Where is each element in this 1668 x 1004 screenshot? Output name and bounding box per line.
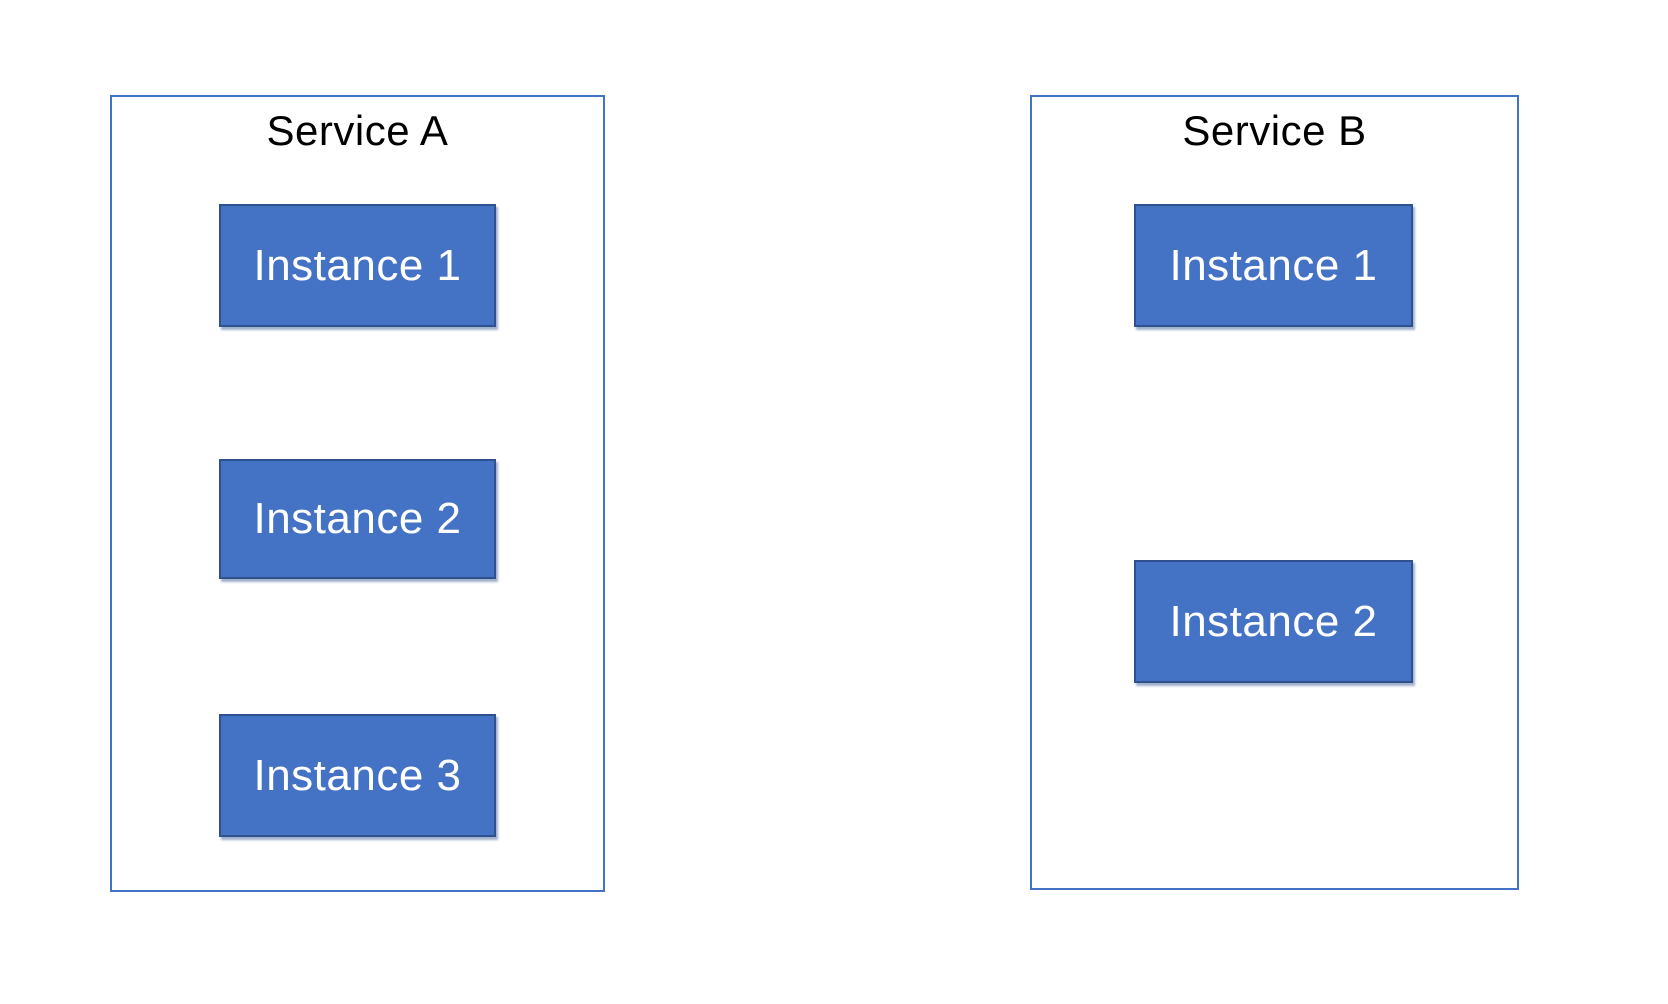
service-b-instance-2-box: Instance 2 <box>1134 560 1413 683</box>
service-b-instance-1-box: Instance 1 <box>1134 204 1413 327</box>
service-a-title: Service A <box>266 107 449 154</box>
service-a-instance-3-box: Instance 3 <box>219 714 496 837</box>
service-a-instance-2-label: Instance 2 <box>253 494 462 543</box>
service-a-instance-3-label: Instance 3 <box>253 750 462 800</box>
service-a-instance-1-label: Instance 1 <box>253 240 462 290</box>
service-b-title: Service B <box>1182 107 1367 154</box>
service-b-instance-2-label: Instance 2 <box>1169 596 1378 646</box>
service-b-container: Service B Instance 1 Instance 2 <box>1030 95 1519 890</box>
service-b-instance-1-label: Instance 1 <box>1169 240 1378 290</box>
service-a-container: Service A Instance 1 Instance 2 Instance… <box>110 95 605 892</box>
service-a-instance-2-box: Instance 2 <box>219 459 496 579</box>
service-a-instance-1-box: Instance 1 <box>219 204 496 327</box>
